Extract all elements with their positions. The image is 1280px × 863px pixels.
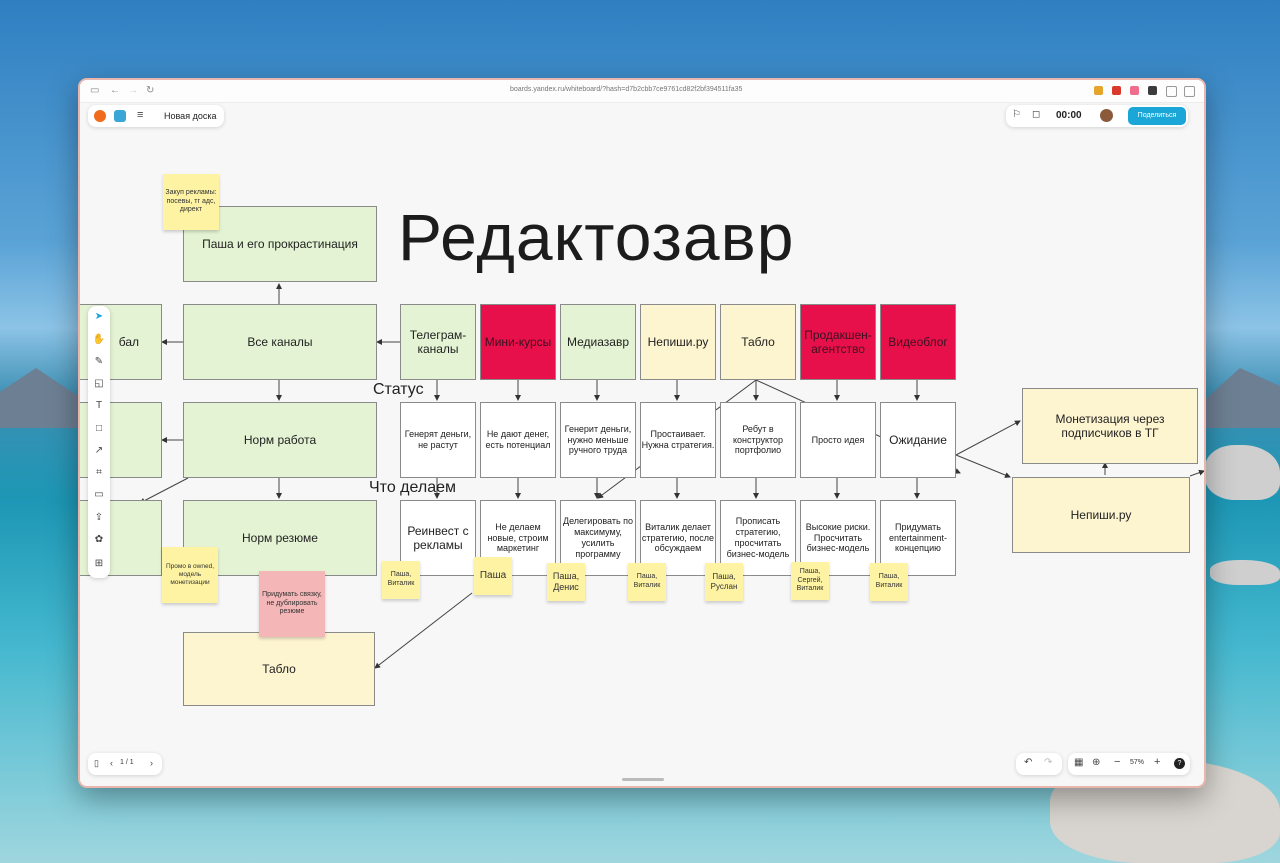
status-mini-courses[interactable]: Не дают денег, есть потенциал bbox=[480, 402, 556, 478]
board-name[interactable]: Новая доска bbox=[164, 111, 217, 121]
hand-icon[interactable]: ✋ bbox=[92, 334, 106, 345]
browser-window: ▭ ← → ↻ boards.yandex.ru/whiteboard/?has… bbox=[78, 78, 1206, 788]
status-mediazavr[interactable]: Генерит деньги, нужно меньше ручного тру… bbox=[560, 402, 636, 478]
extension-icon[interactable] bbox=[1166, 86, 1177, 97]
monetization-box[interactable]: Монетизация через подписчиков в ТГ bbox=[1022, 388, 1198, 464]
promo-sticky[interactable]: Промо в owned, модель монетизации bbox=[162, 547, 218, 603]
pages-toggle-icon[interactable]: ▯ bbox=[94, 758, 99, 768]
yandex-logo-icon[interactable] bbox=[94, 110, 106, 122]
action-tablo[interactable]: Прописать стратегию, просчитать бизнес-м… bbox=[720, 500, 796, 576]
zoom-in-icon[interactable]: + bbox=[1154, 756, 1161, 768]
menu-icon[interactable]: ≡ bbox=[137, 109, 144, 121]
rock bbox=[1210, 560, 1280, 585]
action-nepishi[interactable]: Виталик делает стратегию, после обсуждае… bbox=[640, 500, 716, 576]
cursor-icon[interactable]: ➤ bbox=[94, 311, 104, 322]
sticky-icon[interactable]: ◱ bbox=[94, 378, 104, 389]
frame-icon[interactable]: ⌗ bbox=[96, 467, 102, 478]
pen-icon[interactable]: ✎ bbox=[94, 356, 104, 367]
comment-icon[interactable]: ◻ bbox=[1032, 109, 1041, 120]
status-telegram[interactable]: Генерят деньги, не растут bbox=[400, 402, 476, 478]
avatar[interactable] bbox=[1100, 109, 1113, 122]
owner-sticky[interactable]: Паша, Сергей, Виталик bbox=[791, 562, 829, 600]
board-header: ≡ Новая доска bbox=[88, 105, 224, 127]
channel-telegram[interactable]: Телеграм-каналы bbox=[400, 304, 476, 380]
zoom-panel: ▦ ⊕ − 57% + ? bbox=[1068, 753, 1190, 775]
resize-handle[interactable] bbox=[622, 778, 664, 781]
pages-panel: ▯ ‹ 1 / 1 › bbox=[88, 753, 162, 775]
redo-icon[interactable]: ↷ bbox=[1044, 757, 1053, 768]
board-title[interactable]: Редактозавр bbox=[398, 200, 795, 274]
status-production[interactable]: Просто идея bbox=[800, 402, 876, 478]
status-label[interactable]: Статус bbox=[373, 381, 424, 398]
norm-work-box[interactable]: Норм работа bbox=[183, 402, 377, 478]
menu-icon[interactable] bbox=[1184, 86, 1195, 97]
sidebar-toggle-icon[interactable]: ▭ bbox=[90, 85, 100, 96]
actions-label[interactable]: Что делаем bbox=[369, 479, 456, 496]
owner-sticky[interactable]: Паша, Руслан bbox=[705, 563, 743, 601]
owner-sticky[interactable]: Паша, Виталик bbox=[870, 563, 908, 601]
connector-lines bbox=[139, 283, 1204, 669]
browser-toolbar: ▭ ← → ↻ boards.yandex.ru/whiteboard/?has… bbox=[80, 80, 1204, 103]
owner-sticky[interactable]: Паша, Виталик bbox=[382, 561, 420, 599]
comment-icon[interactable]: ▭ bbox=[94, 489, 104, 500]
owner-sticky[interactable]: Паша, Виталик bbox=[628, 563, 666, 601]
tools-panel: ➤ ✋ ✎ ◱ T □ ↗ ⌗ ▭ ⇪ ✿ ⊞ bbox=[88, 306, 110, 578]
extension-icon[interactable] bbox=[1130, 86, 1139, 95]
rectangle-icon[interactable]: □ bbox=[95, 423, 103, 434]
channel-videoblog[interactable]: Видеоблог bbox=[880, 304, 956, 380]
link-sticky[interactable]: Придумать связку, не дублировать резюме bbox=[259, 571, 325, 637]
address-bar[interactable]: boards.yandex.ru/whiteboard/?hash=d7b2cb… bbox=[510, 86, 743, 93]
extension-icon[interactable] bbox=[1148, 86, 1157, 95]
undo-icon[interactable]: ↶ bbox=[1024, 757, 1033, 768]
help-icon[interactable]: ? bbox=[1174, 758, 1185, 769]
channel-mediazavr[interactable]: Медиазавр bbox=[560, 304, 636, 380]
mountain bbox=[1200, 368, 1280, 428]
timer[interactable]: 00:00 bbox=[1056, 110, 1082, 121]
owner-sticky[interactable]: Паша bbox=[474, 557, 512, 595]
ads-sticky[interactable]: Закуп рекламы: посевы, тг адс, директ bbox=[163, 174, 219, 230]
undo-redo-panel: ↶ ↷ bbox=[1016, 753, 1062, 775]
prev-page-icon[interactable]: ‹ bbox=[110, 758, 113, 768]
locate-icon[interactable]: ⊕ bbox=[1092, 757, 1101, 768]
extension-icon[interactable] bbox=[1094, 86, 1103, 95]
forward-icon[interactable]: → bbox=[128, 85, 138, 96]
plus-icon[interactable]: ⊞ bbox=[94, 558, 104, 569]
all-channels-box[interactable]: Все каналы bbox=[183, 304, 377, 380]
owner-sticky[interactable]: Паша, Денис bbox=[547, 563, 585, 601]
presentation-icon[interactable]: ⚐ bbox=[1012, 109, 1021, 120]
boards-logo-icon[interactable] bbox=[114, 110, 126, 122]
back-icon[interactable]: ← bbox=[110, 85, 120, 96]
mountain bbox=[0, 368, 90, 428]
action-mini-courses[interactable]: Не делаем новые, строим маркетинг bbox=[480, 500, 556, 576]
channel-mini-courses[interactable]: Мини-курсы bbox=[480, 304, 556, 380]
top-right-panel: ⚐ ◻ 00:00 Поделиться bbox=[1006, 105, 1188, 127]
extension-icon[interactable] bbox=[1112, 86, 1121, 95]
map-icon[interactable]: ▦ bbox=[1074, 757, 1084, 768]
status-tablo[interactable]: Ребут в конструктор портфолио bbox=[720, 402, 796, 478]
text-icon[interactable]: T bbox=[95, 400, 103, 411]
status-videoblog[interactable]: Ожидание bbox=[880, 402, 956, 478]
stickers-icon[interactable]: ✿ bbox=[94, 534, 104, 545]
rock bbox=[1205, 445, 1280, 500]
channel-nepishi[interactable]: Непиши.ру bbox=[640, 304, 716, 380]
upload-icon[interactable]: ⇪ bbox=[94, 512, 104, 523]
channel-production[interactable]: Продакшен-агентство bbox=[800, 304, 876, 380]
whiteboard-canvas[interactable]: Редактозавр Паша и его прокрастинация Вс… bbox=[80, 103, 1204, 786]
zoom-out-icon[interactable]: − bbox=[1114, 756, 1121, 768]
tablo-bottom-box[interactable]: Табло bbox=[183, 632, 375, 706]
reload-icon[interactable]: ↻ bbox=[146, 85, 155, 96]
zoom-level[interactable]: 57% bbox=[1130, 759, 1145, 766]
next-page-icon[interactable]: › bbox=[150, 758, 153, 768]
arrow-icon[interactable]: ↗ bbox=[94, 445, 104, 456]
action-mediazavr[interactable]: Делегировать по максимуму, усилить прогр… bbox=[560, 500, 636, 576]
page-indicator: 1 / 1 bbox=[120, 759, 134, 766]
nepishi-right-box[interactable]: Непиши.ру bbox=[1012, 477, 1190, 553]
channel-tablo[interactable]: Табло bbox=[720, 304, 796, 380]
share-button[interactable]: Поделиться bbox=[1128, 107, 1186, 125]
status-nepishi[interactable]: Простаивает. Нужна стратегия. bbox=[640, 402, 716, 478]
